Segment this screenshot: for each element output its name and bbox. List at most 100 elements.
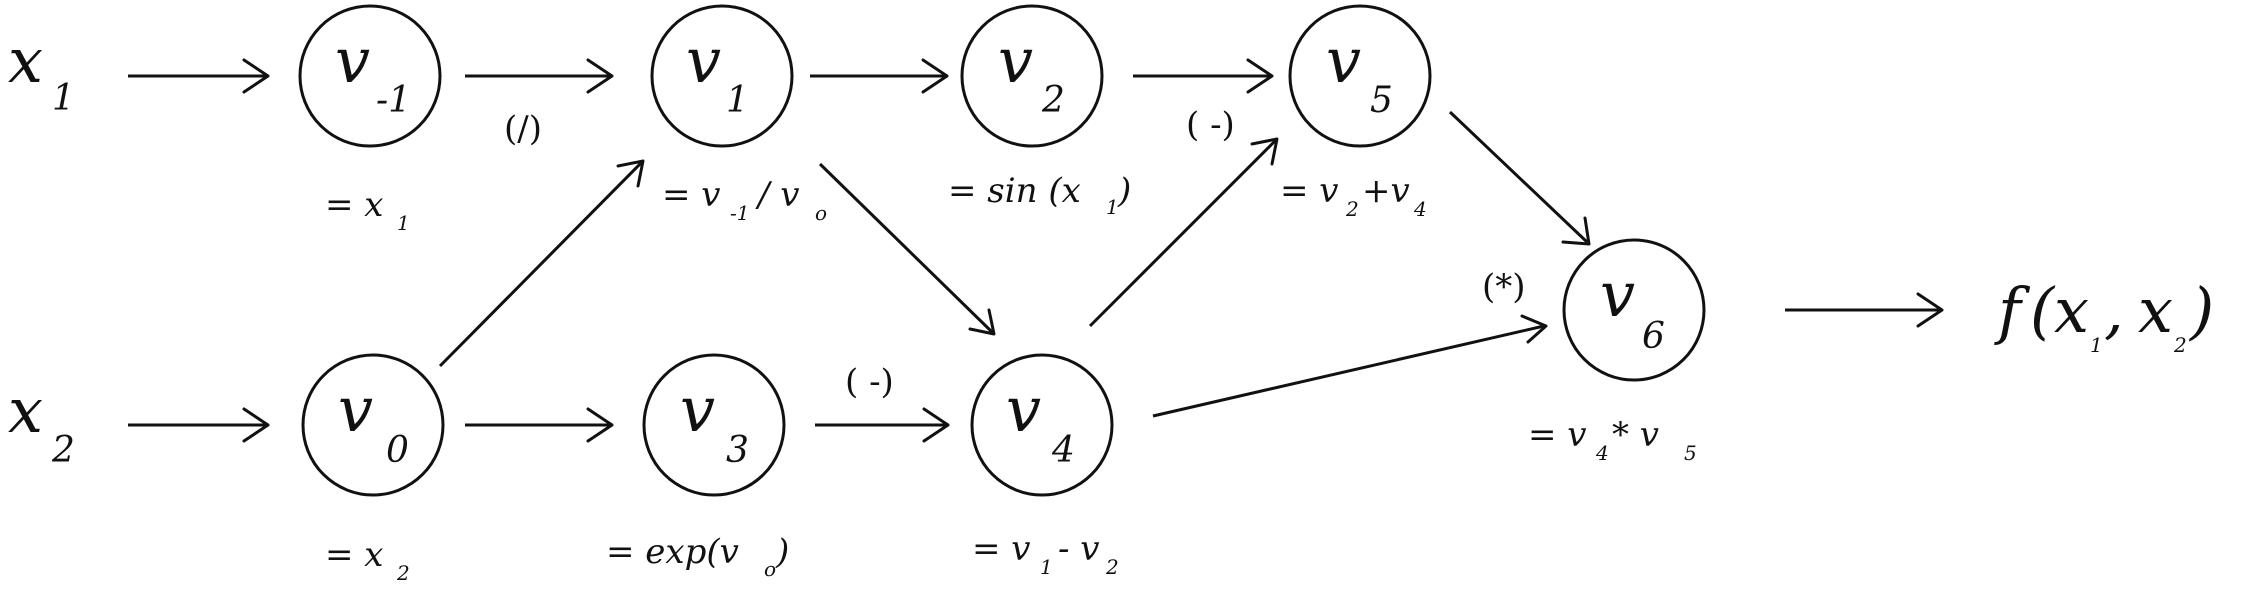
formula-v1-a-sub: -1 bbox=[730, 201, 749, 225]
formula-v5-a-sub: 2 bbox=[1345, 197, 1359, 221]
node-v4-circle bbox=[970, 353, 1114, 497]
formula-v6-b-sub: 5 bbox=[1684, 441, 1697, 465]
formula-v5: = v 2 +v 4 bbox=[1280, 171, 1427, 221]
formula-v-1-main: = x bbox=[325, 185, 383, 225]
node-v5-letter: v bbox=[1326, 24, 1361, 97]
output-arg2: x bbox=[2138, 274, 2173, 347]
formula-v0-main: = x bbox=[325, 535, 383, 575]
edge-v3-to-v4 bbox=[815, 407, 950, 443]
output-function: f ( x 1 , x 2 ) bbox=[1994, 274, 2214, 357]
output-arg1: x bbox=[2054, 274, 2089, 347]
operator-divide: (/) bbox=[504, 109, 542, 149]
node-v2: v 2 bbox=[960, 4, 1104, 148]
node-v4-sub: 4 bbox=[1051, 430, 1075, 471]
node-v5-sub: 5 bbox=[1370, 80, 1393, 121]
node-v6-sub: 6 bbox=[1642, 316, 1665, 357]
node-v0: v 0 bbox=[301, 353, 445, 497]
node-v0-circle bbox=[301, 353, 445, 497]
node-v0-sub: 0 bbox=[386, 430, 409, 471]
node-v1-letter: v bbox=[686, 24, 721, 97]
node-v3-circle bbox=[642, 353, 786, 497]
operator-times: (*) bbox=[1482, 267, 1526, 307]
formula-v1-b-sub: o bbox=[815, 201, 827, 225]
formula-v6: = v 4 * v 5 bbox=[1528, 415, 1697, 465]
input-x2: x 2 bbox=[8, 374, 75, 471]
edge-v1-to-v2 bbox=[810, 58, 949, 94]
formula-v-1: = x 1 bbox=[325, 185, 410, 235]
output-arg2-sub: 2 bbox=[2173, 333, 2187, 357]
formula-v4-a: = v bbox=[972, 529, 1031, 569]
node-v0-letter: v bbox=[338, 373, 373, 446]
formula-v5-b-sub: 4 bbox=[1413, 197, 1427, 221]
node-v6-letter: v bbox=[1600, 258, 1635, 331]
node-v6-circle bbox=[1562, 238, 1706, 382]
node-v-1-sub: -1 bbox=[376, 80, 411, 121]
node-v3-letter: v bbox=[680, 373, 715, 446]
node-v1-sub: 1 bbox=[726, 80, 749, 121]
output-comma: , bbox=[2104, 274, 2124, 347]
output-close-paren: ) bbox=[2188, 274, 2214, 347]
edge-v1-to-v4 bbox=[818, 162, 996, 336]
edge-v5-to-v6 bbox=[1448, 110, 1591, 246]
formula-v0: = x 2 bbox=[325, 535, 410, 585]
formula-v2-suffix: ) bbox=[1117, 171, 1131, 211]
edge-v6-to-output bbox=[1785, 292, 1944, 328]
formula-v2: = sin (x 1 ) bbox=[948, 171, 1131, 219]
formula-v6-a: = v bbox=[1528, 415, 1587, 455]
output-open-paren: ( bbox=[2030, 274, 2056, 347]
formula-v0-sub: 2 bbox=[396, 561, 410, 585]
edge-v2-to-v5 bbox=[1133, 58, 1274, 94]
formula-v2-main: = sin (x bbox=[948, 171, 1081, 211]
input-x2-sub: 2 bbox=[51, 430, 75, 471]
input-x1-letter: x bbox=[8, 24, 43, 97]
formula-v-1-sub: 1 bbox=[397, 211, 410, 235]
node-v1-circle bbox=[650, 4, 794, 148]
output-fn-name: f bbox=[1994, 274, 2031, 347]
node-v5: v 5 bbox=[1288, 4, 1432, 148]
formula-v4-a-sub: 1 bbox=[1040, 555, 1053, 579]
edge-x2-to-v0 bbox=[128, 407, 270, 443]
node-v4: v 4 bbox=[970, 353, 1114, 497]
edge-x1-to-v-1 bbox=[128, 58, 270, 94]
output-arg1-sub: 1 bbox=[2090, 333, 2103, 357]
formula-v5-a: = v bbox=[1280, 171, 1339, 211]
formula-v3: = exp(v o ) bbox=[606, 532, 789, 581]
formula-v3-suffix: ) bbox=[775, 532, 789, 572]
formula-v3-main: = exp(v bbox=[606, 532, 739, 572]
node-v-1-circle bbox=[298, 4, 442, 148]
formula-v3-sub: o bbox=[764, 557, 776, 581]
node-v-1-letter: v bbox=[335, 24, 370, 97]
formula-v4-mid: - v bbox=[1058, 529, 1100, 569]
node-v3-sub: 3 bbox=[726, 430, 749, 471]
node-v1: v 1 bbox=[650, 4, 794, 148]
formula-v5-mid: +v bbox=[1362, 171, 1410, 211]
formula-v1: = v -1 / v o bbox=[662, 175, 827, 225]
formula-v1-mid: / v bbox=[755, 175, 799, 215]
input-x1-sub: 1 bbox=[52, 78, 75, 119]
edges bbox=[128, 58, 1944, 443]
node-v2-letter: v bbox=[998, 24, 1033, 97]
node-v2-sub: 2 bbox=[1041, 80, 1065, 121]
formula-v6-a-sub: 4 bbox=[1595, 441, 1609, 465]
edge-v4-to-v6 bbox=[1152, 314, 1548, 418]
operator-minus-lower: ( -) bbox=[845, 362, 894, 402]
formula-v1-a: = v bbox=[662, 175, 721, 215]
input-x2-letter: x bbox=[8, 374, 43, 447]
node-v5-circle bbox=[1288, 4, 1432, 148]
node-v3: v 3 bbox=[642, 353, 786, 497]
node-v2-circle bbox=[960, 4, 1104, 148]
formula-v2-sub: 1 bbox=[1106, 195, 1119, 219]
formula-v4-b-sub: 2 bbox=[1105, 555, 1119, 579]
operator-minus-upper: ( -) bbox=[1186, 105, 1235, 145]
node-v-1: v -1 bbox=[298, 4, 442, 148]
edge-v0-to-v1 bbox=[438, 159, 645, 368]
edge-v4-to-v5 bbox=[1088, 137, 1279, 328]
formula-v6-mid: * v bbox=[1612, 415, 1659, 455]
edge-v0-to-v3 bbox=[465, 407, 614, 443]
node-v4-letter: v bbox=[1006, 373, 1041, 446]
formula-v4: = v 1 - v 2 bbox=[972, 529, 1119, 579]
node-v6: v 6 bbox=[1562, 238, 1706, 382]
input-x1: x 1 bbox=[8, 24, 75, 119]
edge-v-1-to-v1 bbox=[465, 58, 614, 94]
